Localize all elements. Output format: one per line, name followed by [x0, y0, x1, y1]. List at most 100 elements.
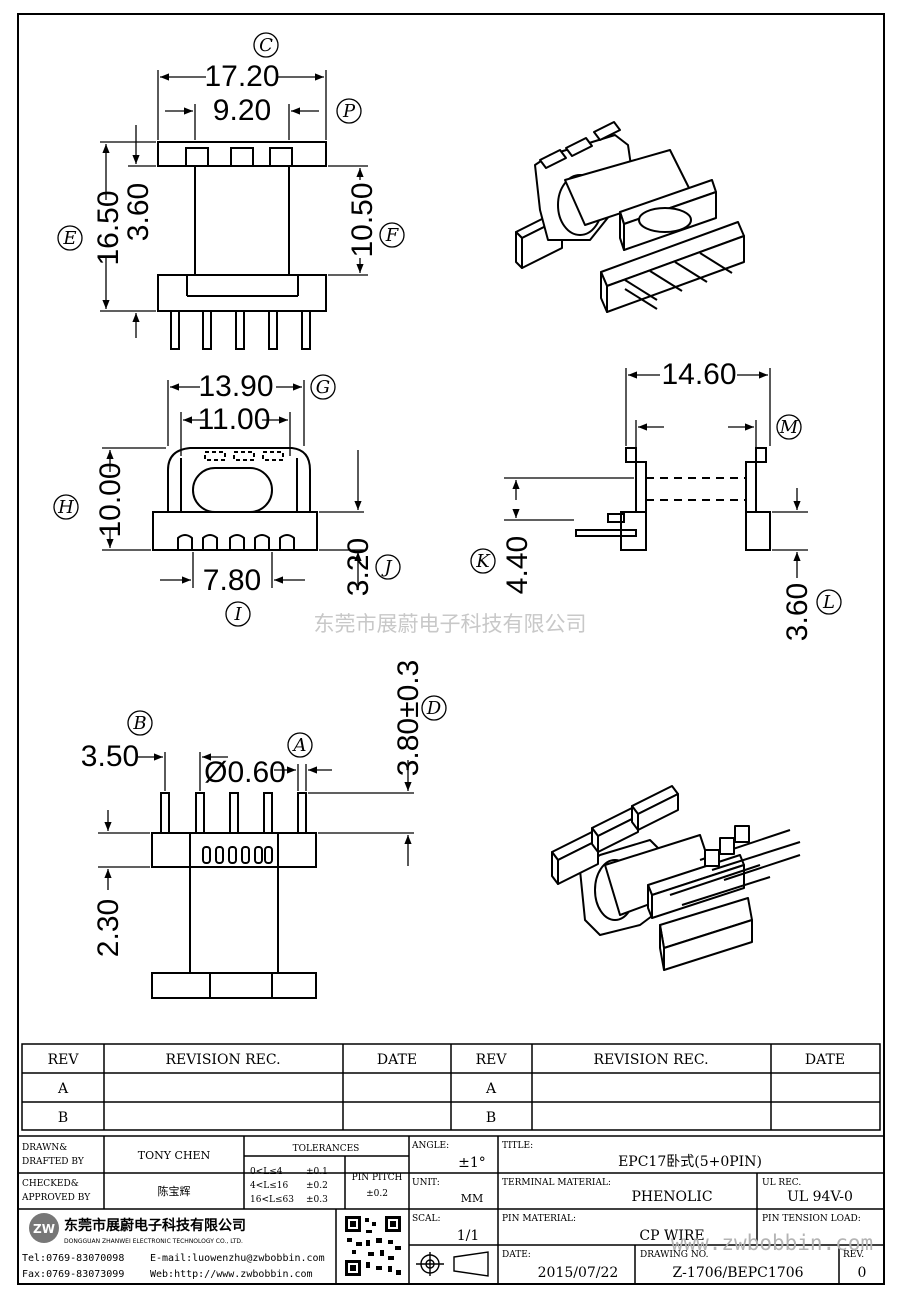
tolerances-label: TOLERANCES [293, 1144, 360, 1154]
label-a: A [292, 735, 307, 756]
drawn-label-2: DRAFTED BY [22, 1157, 85, 1167]
date-header-2: DATE [805, 1052, 845, 1068]
label-d: D [426, 698, 442, 719]
pin-pitch-label: PIN PITCH [352, 1173, 403, 1183]
drawn-value: TONY CHEN [138, 1149, 211, 1162]
rev-label: REV. [843, 1250, 864, 1260]
company-name-en: DONGGUAN ZHANWEI ELECTRONIC TECHNOLOGY C… [64, 1238, 243, 1245]
pin-material-value: CP WIRE [639, 1228, 704, 1244]
unit-label: UNIT: [412, 1178, 440, 1188]
pin-material-label: PIN MATERIAL: [502, 1214, 576, 1224]
rev-row-a-2: A [485, 1081, 497, 1097]
watermark-url: www.zwbobbin.com [671, 1231, 873, 1255]
bottom-view-labels: B A D [127, 695, 447, 758]
label-e: E [62, 228, 76, 249]
checked-label-2: APPROVED BY [21, 1193, 91, 1203]
dim-10-50: 10.50 [346, 182, 379, 257]
tolerance-range-2: 4<L≤16 [250, 1181, 289, 1191]
dim-17-20: 17.20 [204, 60, 279, 93]
isometric-view-top [515, 121, 745, 313]
dim-13-90: 13.90 [198, 370, 273, 403]
rev-header: REV [48, 1052, 80, 1068]
dim-16-50: 16.50 [92, 190, 125, 265]
tolerance-value-1: ±0.1 [306, 1167, 328, 1177]
projection-symbol-icon [416, 1251, 489, 1277]
dim-14-60: 14.60 [661, 358, 736, 391]
scale-label: SCAL: [412, 1214, 441, 1224]
date-label: DATE: [502, 1250, 531, 1260]
label-h: H [57, 497, 74, 518]
tolerance-value-2: ±0.2 [306, 1181, 328, 1191]
label-j: J [380, 557, 393, 578]
terminal-material-value: PHENOLIC [631, 1189, 712, 1205]
drawing-no-value: Z-1706/BEPC1706 [672, 1265, 803, 1281]
rev-row-a: A [57, 1081, 69, 1097]
bottom-view [151, 792, 317, 999]
side-view [152, 447, 318, 551]
title-block [17, 1135, 885, 1285]
side-view-dimensions [102, 380, 364, 590]
front-view-dim-text: 17.20 9.20 16.50 3.60 10.50 [92, 60, 379, 266]
company-logo-icon [29, 1213, 59, 1243]
label-c: C [259, 35, 273, 56]
drawn-label-1: DRAWN& [22, 1143, 67, 1153]
bottom-view-dimensions [98, 752, 414, 890]
label-k: K [475, 551, 491, 572]
front-view-dimensions [100, 70, 368, 338]
label-i: I [233, 604, 242, 625]
right-view-dimensions [504, 368, 808, 578]
revision-rec-header-2: REVISION REC. [593, 1052, 708, 1068]
revision-table [21, 1043, 881, 1131]
dim-4-40: 4.40 [501, 536, 534, 594]
qr-code [343, 1214, 403, 1278]
tolerance-range-1: 0<L≤4 [250, 1167, 283, 1177]
rev-row-b-2: B [486, 1110, 496, 1126]
dim-7-80: 7.80 [203, 564, 261, 597]
right-view [575, 447, 771, 551]
dim-9-20: 9.20 [213, 94, 271, 127]
side-view-dim-text: 13.90 11.00 10.00 3.20 7.80 [94, 370, 375, 597]
ul-rec-value: UL 94V-0 [787, 1189, 853, 1205]
company-web: Web:http://www.zwbobbin.com [150, 1269, 313, 1280]
date-header: DATE [377, 1052, 417, 1068]
ul-rec-label: UL REC. [762, 1178, 801, 1188]
company-logo-letters: ZW [33, 1222, 55, 1236]
title-block-text: DRAWN& DRAFTED BY TONY CHEN CHECKED& APP… [21, 1141, 873, 1281]
angle-value: ±1° [458, 1155, 486, 1171]
label-l: L [822, 592, 835, 613]
label-f: F [385, 225, 400, 246]
label-g: G [316, 377, 330, 398]
dim-diameter-0-60: Ø0.60 [204, 756, 286, 789]
dim-3-60: 3.60 [122, 183, 155, 241]
date-value: 2015/07/22 [538, 1265, 619, 1281]
label-b: B [132, 713, 146, 734]
rev-row-b: B [58, 1110, 68, 1126]
scale-value: 1/1 [457, 1228, 480, 1244]
tolerance-range-3: 16<L≤63 [250, 1195, 294, 1205]
revision-rec-header: REVISION REC. [165, 1052, 280, 1068]
label-p: P [342, 101, 356, 122]
dim-2-30: 2.30 [92, 899, 125, 957]
bottom-view-dim-text: 3.50 Ø0.60 3.80±0.3 2.30 [81, 660, 425, 957]
isometric-view-bottom [551, 785, 801, 971]
front-view [157, 141, 327, 350]
dim-3-60-right: 3.60 [781, 583, 814, 641]
drawing-no-label: DRAWING NO. [640, 1250, 709, 1260]
dim-3-20: 3.20 [342, 538, 375, 596]
pin-tension-label: PIN TENSION LOAD: [762, 1214, 861, 1224]
right-view-dim-text: 14.60 4.40 3.60 [501, 358, 814, 641]
terminal-material-label: TERMINAL MATERIAL: [502, 1178, 611, 1188]
rev-header-2: REV [476, 1052, 508, 1068]
pin-pitch-value: ±0.2 [366, 1189, 388, 1199]
side-view-labels: G H J I [53, 374, 401, 627]
watermark-company: 东莞市展蔚电子科技有限公司 [314, 612, 587, 636]
company-tel: Tel:0769-83070098 [22, 1253, 124, 1264]
dim-3-80: 3.80±0.3 [392, 660, 425, 777]
rev-value: 0 [858, 1265, 867, 1281]
checked-value: 陈宝辉 [158, 1184, 191, 1198]
dim-3-50: 3.50 [81, 740, 139, 773]
revision-table-text: REV REVISION REC. DATE REV REVISION REC.… [48, 1052, 846, 1126]
title-value: EPC17卧式(5+0PIN) [618, 1154, 762, 1170]
company-name-cn: 东莞市展蔚电子科技有限公司 [64, 1217, 246, 1234]
